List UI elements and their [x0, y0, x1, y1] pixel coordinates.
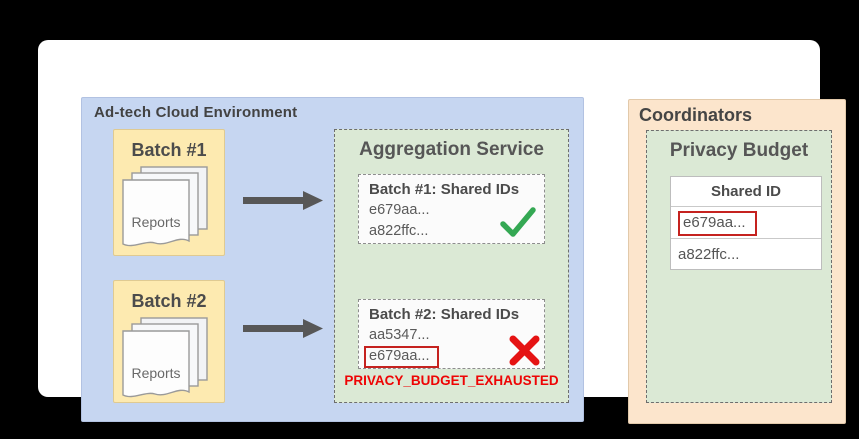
batch2-box: Batch #2 Reports — [113, 280, 225, 403]
shared-id-value: a822ffc... — [678, 246, 740, 263]
aggregation-service-title: Aggregation Service — [359, 139, 544, 160]
document-stack-icon — [122, 317, 208, 398]
shared-id-value: aa5347... — [369, 327, 430, 343]
batch1-box: Batch #1 Reports — [113, 129, 225, 256]
batch1-title: Batch #1 — [131, 140, 207, 160]
privacy-budget-title: Privacy Budget — [669, 140, 809, 161]
batch2-shared-ids-box: Batch #2: Shared IDs aa5347... e679aa... — [358, 299, 545, 369]
adtech-environment-panel: Ad-tech Cloud Environment Batch #1 Repor… — [81, 97, 584, 422]
x-icon — [509, 335, 540, 366]
diagram-card: Ad-tech Cloud Environment Batch #1 Repor… — [38, 40, 846, 424]
coordinators-title: Coordinators — [639, 105, 753, 125]
shared-id-value-highlighted: e679aa... — [364, 346, 544, 368]
batch1-result-title: Batch #1: Shared IDs — [369, 181, 520, 198]
batch2-title: Batch #2 — [131, 291, 207, 311]
adtech-environment-title: Ad-tech Cloud Environment — [94, 104, 298, 121]
table-row: e679aa... — [671, 207, 821, 238]
batch2-result-title: Batch #2: Shared IDs — [369, 306, 520, 323]
shared-id-table-header: Shared ID — [671, 177, 821, 207]
shared-id-value: e679aa... — [369, 202, 430, 218]
shared-id-value: a822ffc... — [369, 223, 429, 239]
checkmark-icon — [500, 207, 536, 237]
privacy-budget-exhausted-label: PRIVACY_BUDGET_EXHAUSTED — [344, 373, 559, 388]
reports-label: Reports — [131, 365, 181, 381]
batch1-shared-ids-box: Batch #1: Shared IDs e679aa... a822ffc..… — [358, 174, 545, 244]
coordinators-panel: Coordinators Privacy Budget Shared ID e6… — [628, 99, 846, 424]
document-stack-icon — [122, 166, 208, 247]
arrow-right-icon — [243, 319, 323, 338]
shared-id-table: Shared ID e679aa... a822ffc... — [670, 176, 822, 270]
privacy-budget-panel: Privacy Budget Shared ID e679aa... a822f… — [646, 130, 832, 403]
duplicate-id-highlight: e679aa... — [364, 346, 440, 368]
duplicate-id-highlight: e679aa... — [678, 210, 757, 236]
reports-stack-icon: Reports — [121, 317, 219, 403]
reports-label: Reports — [131, 214, 181, 230]
table-row: a822ffc... — [671, 238, 821, 269]
arrow-right-icon — [243, 191, 323, 210]
aggregation-service-panel: Aggregation Service Batch #1: Shared IDs… — [334, 129, 569, 403]
reports-stack-icon: Reports — [121, 166, 219, 252]
